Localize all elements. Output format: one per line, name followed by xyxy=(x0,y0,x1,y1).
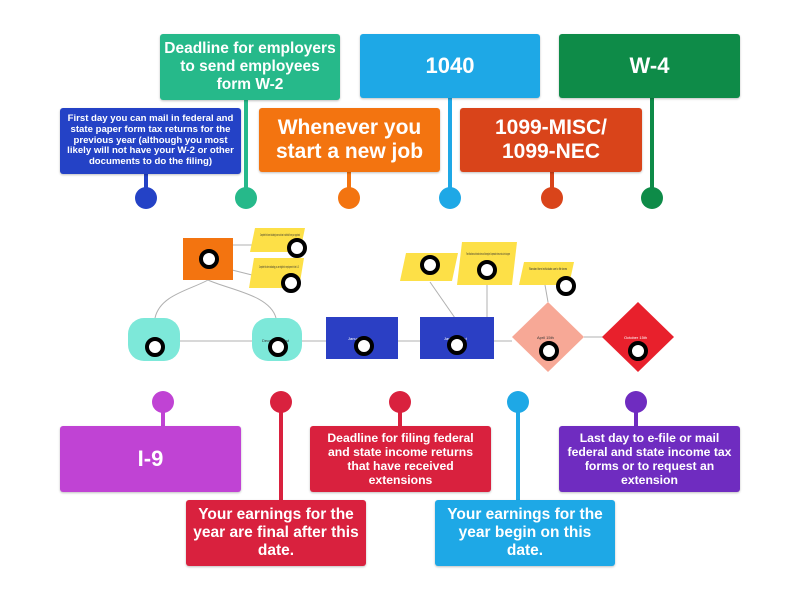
flow-arrows xyxy=(154,244,604,342)
drop-target-2[interactable] xyxy=(199,249,219,269)
diamond-2-text: October 15th xyxy=(624,335,647,340)
w4-card[interactable]: W-4 xyxy=(559,34,740,98)
earnings-final-card[interactable]: Your earnings for the year are final aft… xyxy=(186,500,366,566)
drop-target-6[interactable] xyxy=(556,276,576,296)
extension-deadline-card[interactable]: Deadline for filing federal and state in… xyxy=(310,426,491,492)
pin-dot-extension[interactable] xyxy=(389,391,411,413)
note-1-text: Complete this form indicating how much t… xyxy=(260,232,300,237)
pin-dot-1099[interactable] xyxy=(541,187,563,209)
drop-target-10[interactable] xyxy=(447,335,467,355)
pin-dot-earnings-begin[interactable] xyxy=(507,391,529,413)
drop-target-1[interactable] xyxy=(287,238,307,258)
last-day-efile-card[interactable]: Last day to e-file or mail federal and s… xyxy=(559,426,740,492)
note-4-text: These Miscellaneous Information forms an… xyxy=(466,251,510,256)
pin-line-last-day xyxy=(634,402,638,428)
pin-dot-first-day[interactable] xyxy=(135,187,157,209)
new-job-card[interactable]: Whenever you start a new job xyxy=(259,108,440,172)
drop-target-5[interactable] xyxy=(477,260,497,280)
pin-dot-new-job[interactable] xyxy=(338,187,360,209)
pin-dot-w2[interactable] xyxy=(235,187,257,209)
april-15-diamond xyxy=(512,302,584,372)
earnings-begin-card[interactable]: Your earnings for the year begin on this… xyxy=(435,500,615,566)
pin-dot-1040[interactable] xyxy=(439,187,461,209)
pin-line-1099 xyxy=(550,172,554,198)
drop-target-9[interactable] xyxy=(354,336,374,356)
pin-line-w4 xyxy=(650,98,654,198)
drop-target-4[interactable] xyxy=(420,255,440,275)
1099-card[interactable]: 1099-MISC/ 1099-NEC xyxy=(460,108,642,172)
pin-line-first-day xyxy=(144,172,148,198)
drop-target-12[interactable] xyxy=(628,341,648,361)
pin-line-i9 xyxy=(161,402,165,428)
note-5-text: Standard form individuals use to file ta… xyxy=(529,266,567,271)
pin-dot-i9[interactable] xyxy=(152,391,174,413)
pin-line-extension xyxy=(398,402,402,428)
i9-card[interactable]: I-9 xyxy=(60,426,241,492)
pin-line-new-job xyxy=(347,172,351,198)
1040-card[interactable]: 1040 xyxy=(360,34,540,98)
october-15-diamond xyxy=(602,302,674,372)
drop-target-7[interactable] xyxy=(145,337,165,357)
pin-line-earnings-final xyxy=(279,402,283,502)
drop-target-11[interactable] xyxy=(539,341,559,361)
note-2-text: Complete this form indicating you are el… xyxy=(259,264,299,269)
drop-target-8[interactable] xyxy=(268,337,288,357)
pin-dot-earnings-final[interactable] xyxy=(270,391,292,413)
pin-line-earnings-begin xyxy=(516,402,520,502)
drop-target-3[interactable] xyxy=(281,273,301,293)
pin-dot-w4[interactable] xyxy=(641,187,663,209)
pin-dot-last-day[interactable] xyxy=(625,391,647,413)
pin-line-1040 xyxy=(448,98,452,198)
first-day-mail-card[interactable]: First day you can mail in federal and st… xyxy=(60,108,241,174)
w2-deadline-card[interactable]: Deadline for employers to send employees… xyxy=(160,34,340,100)
pin-line-w2 xyxy=(244,98,248,198)
diamond-1-text: April 15th xyxy=(537,335,554,340)
